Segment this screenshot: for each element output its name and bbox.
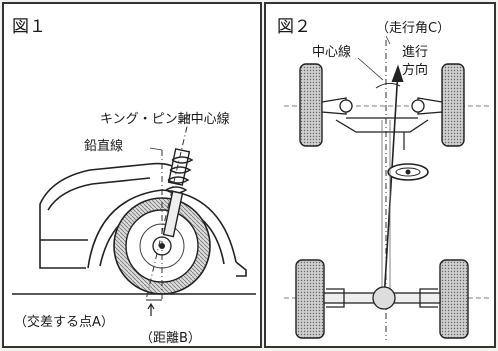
rear-left-wheel <box>295 259 325 339</box>
plumb-leader <box>149 147 163 151</box>
direction-label-line2: 方向 <box>402 62 428 78</box>
centerline-leader <box>357 57 384 81</box>
rear-axle <box>323 286 441 310</box>
angle-arc <box>375 82 401 89</box>
travel-direction-arrow <box>391 64 404 83</box>
kingpin-label: キング・ピン軸中心線 <box>100 111 230 127</box>
direction-label-line1: 進行 <box>402 45 428 60</box>
figure1-title: 図１ <box>12 17 46 37</box>
kingpin-axis-line <box>145 113 191 301</box>
figure1-panel <box>2 2 262 348</box>
centerline-label: 中心線 <box>312 44 351 60</box>
front-suspension <box>321 97 443 133</box>
distance-arrow <box>147 302 155 316</box>
plumb-label: 鉛直線 <box>84 138 123 154</box>
rear-right-wheel <box>439 259 469 339</box>
kingpin-strut <box>162 148 194 238</box>
steering-wheel <box>387 163 429 181</box>
angle-label: （走行角C） <box>376 21 450 36</box>
kingpin-leader <box>177 113 191 125</box>
chassis-rail <box>381 120 391 290</box>
distance-label: （距離B） <box>140 331 201 346</box>
travel-direction-line <box>383 69 399 301</box>
figure2-title: 図２ <box>277 17 311 37</box>
angle-leader <box>385 35 391 45</box>
front-left-wheel <box>299 63 323 147</box>
intersection-label: （交差する点A） <box>14 314 114 330</box>
front-right-wheel <box>441 63 465 147</box>
